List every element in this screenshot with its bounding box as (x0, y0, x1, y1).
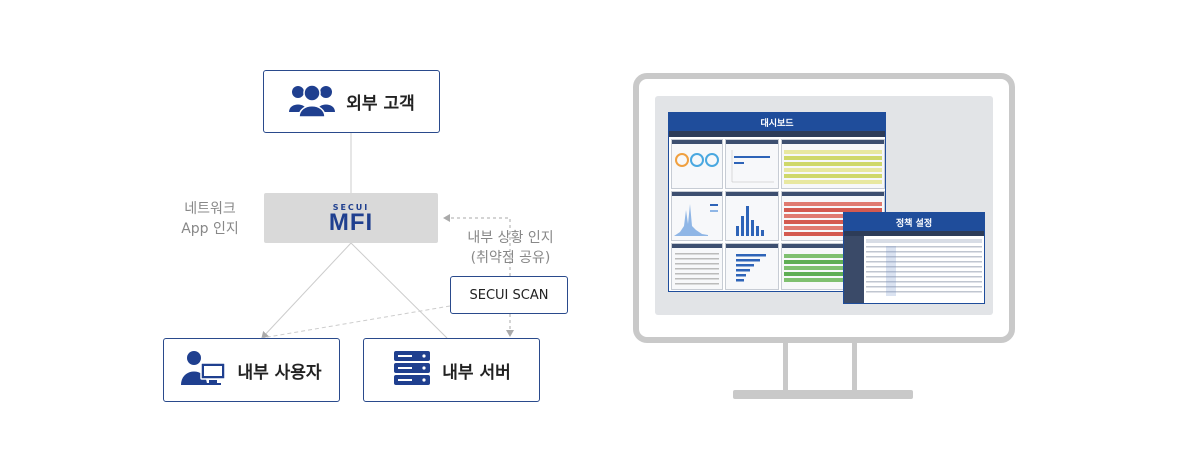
monitor-base (733, 390, 913, 399)
internal-status-line2: (취약점 공유) (470, 250, 551, 266)
internal-server-box: 내부 서버 (363, 338, 540, 402)
policy-table (866, 239, 982, 296)
network-label-line1: 네트워크 (184, 201, 236, 217)
dashboard-panel-bar (725, 139, 779, 189)
dashboard-panel-gauges (671, 139, 723, 189)
mfi-box: SECUI MFI (264, 193, 438, 243)
internal-user-box: 내부 사용자 (163, 338, 340, 402)
line-mfi-user (261, 242, 352, 339)
external-customer-box: 외부 고객 (263, 70, 440, 133)
line-mfi-server (350, 242, 448, 339)
external-customer-label: 외부 고객 (346, 94, 415, 114)
policy-sidebar (844, 236, 864, 303)
internal-status-label: 내부 상황 인지 (취약점 공유) (458, 228, 563, 268)
users-icon (288, 82, 336, 122)
line-scan-user (261, 305, 451, 339)
server-icon (392, 349, 432, 391)
network-app-label: 네트워크 App 인지 (170, 199, 250, 239)
monitor-neck (783, 342, 857, 390)
line-scan-mfi (443, 214, 511, 276)
dashboard-panel-list (671, 243, 723, 290)
dashboard-panel-histogram (725, 191, 779, 241)
dashboard-panel-table-yellow (781, 139, 885, 189)
dashboard-toolbar (669, 131, 885, 137)
mfi-logo-small: SECUI (332, 203, 370, 212)
policy-window: 정책 설정 (843, 212, 985, 304)
dashboard-panel-hbar (725, 243, 779, 290)
dashboard-panel-area (671, 191, 723, 241)
network-label-line2: App 인지 (181, 221, 239, 237)
mfi-logo-big: MFI (328, 209, 374, 236)
internal-status-line1: 내부 상황 인지 (467, 230, 554, 246)
internal-server-label: 내부 서버 (442, 362, 511, 383)
secui-scan-label: SECUI SCAN (469, 287, 549, 303)
user-computer-icon (181, 349, 227, 391)
dashboard-title: 대시보드 (669, 113, 885, 131)
internal-user-label: 내부 사용자 (237, 362, 322, 383)
policy-toolbar (844, 231, 984, 236)
secui-scan-box: SECUI SCAN (450, 276, 568, 314)
policy-title: 정책 설정 (844, 213, 984, 231)
